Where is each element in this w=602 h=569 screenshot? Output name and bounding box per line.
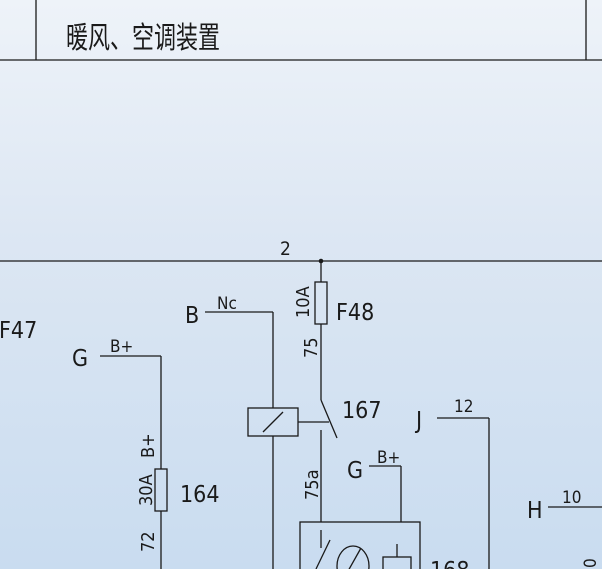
wire-72-label: 72 [138,531,159,552]
relay-coil-slash [262,411,284,433]
fuse-164-name: 164 [180,482,220,508]
label-bplus-vertical: B+ [138,433,159,458]
label-h: H [527,498,543,524]
label-nc: Nc [217,294,237,314]
wire-0-label: 0 [581,558,601,568]
coil-box [382,556,412,569]
fuse-f48-branch: 10A F48 75 [293,261,374,400]
fuse-f48-name: F48 [336,300,374,326]
component-168: 168 [299,521,470,569]
wire-10-label: 10 [562,488,581,508]
bus-number: 2 [280,238,291,260]
header-frame: 暖风、空调装置 [0,0,602,61]
component-168-feed: G B+ [347,448,402,522]
relay-contact-arm [320,399,338,439]
label-j: J [414,408,422,434]
wire-10-branch: H 10 0 [527,488,602,568]
component-168-switch-arm [315,539,331,569]
label-b: B [185,303,199,329]
label-bplus-left: B+ [110,337,133,357]
fuse-f48-symbol [314,281,328,325]
relay-167-label: 167 [342,398,382,424]
component-168-box [299,521,421,569]
fuse-164-rating: 30A [136,474,157,506]
wire-12-label: 12 [454,397,473,417]
label-g-mid: G [347,458,363,484]
label-bplus-mid: B+ [377,448,400,468]
fuse-164-branch: G B+ B+ 30A 164 72 [72,337,220,569]
label-g-left: G [72,346,88,372]
motor-symbol-slash [348,547,362,569]
wire-75a-label: 75a [302,469,323,500]
relay-167: 167 75a [247,398,382,569]
motor-symbol [336,545,370,569]
relay-coil-feed: B Nc [185,294,274,408]
fuse-f48-rating: 10A [293,286,314,318]
fuse-f47-label: F47 [0,318,37,344]
wire-75-label: 75 [301,337,322,358]
header-title: 暖风、空调装置 [66,21,220,56]
component-168-label: 168 [430,558,470,569]
wire-12-branch: J 12 [414,397,490,569]
